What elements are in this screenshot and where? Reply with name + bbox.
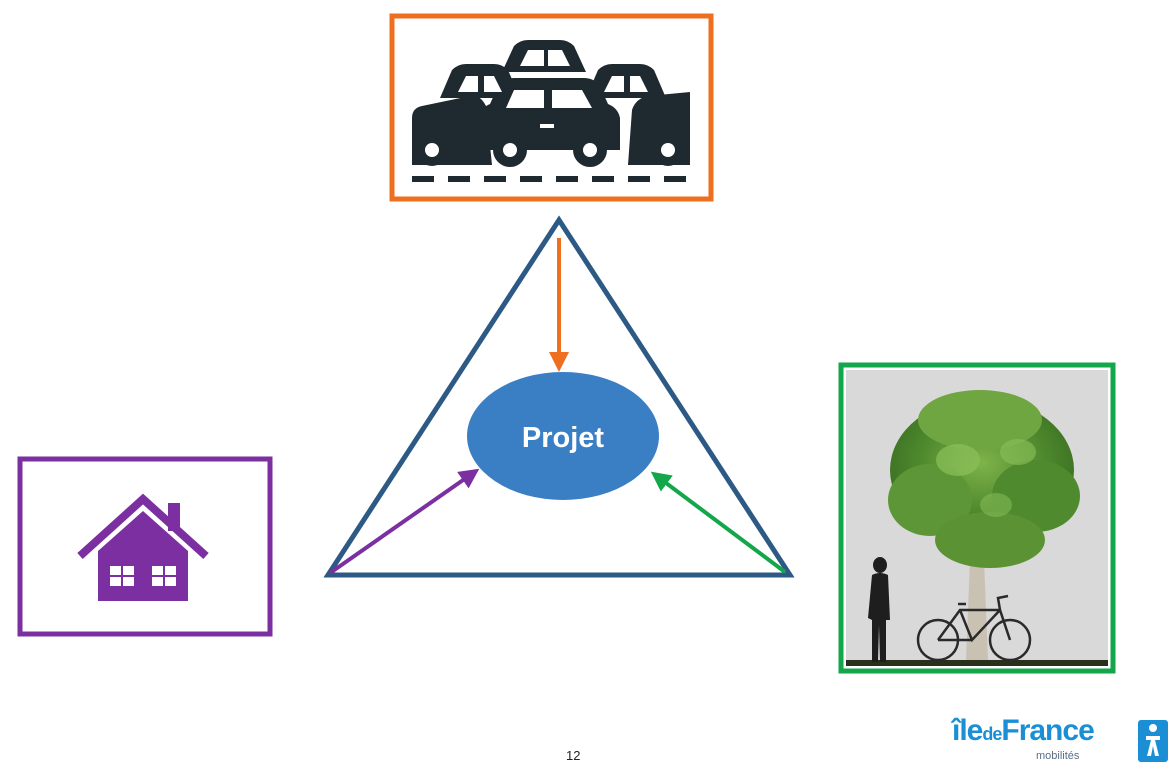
logo-part-france: France <box>1001 714 1094 747</box>
project-node: Projet <box>467 372 659 500</box>
logo-badge-icon <box>1138 720 1168 762</box>
logo-part-ile: île <box>952 714 983 747</box>
project-label: Projet <box>522 422 605 454</box>
logo-wordmark: îledeFrance <box>952 714 1095 748</box>
arrow-nature-to-project <box>650 471 787 574</box>
arrow-housing-to-project <box>328 468 480 575</box>
nature-box <box>838 362 1116 674</box>
ile-de-france-mobilites-logo: îledeFrance mobilités <box>950 712 1168 763</box>
page-number: 12 <box>566 748 581 763</box>
logo-subtitle: mobilités <box>1036 750 1080 762</box>
logo-part-de: de <box>982 724 1002 744</box>
tree-person-bicycle-icon <box>846 390 1108 666</box>
traffic-box <box>389 13 714 202</box>
house-icon <box>77 493 209 601</box>
triangle <box>323 215 795 578</box>
housing-box <box>17 456 273 637</box>
